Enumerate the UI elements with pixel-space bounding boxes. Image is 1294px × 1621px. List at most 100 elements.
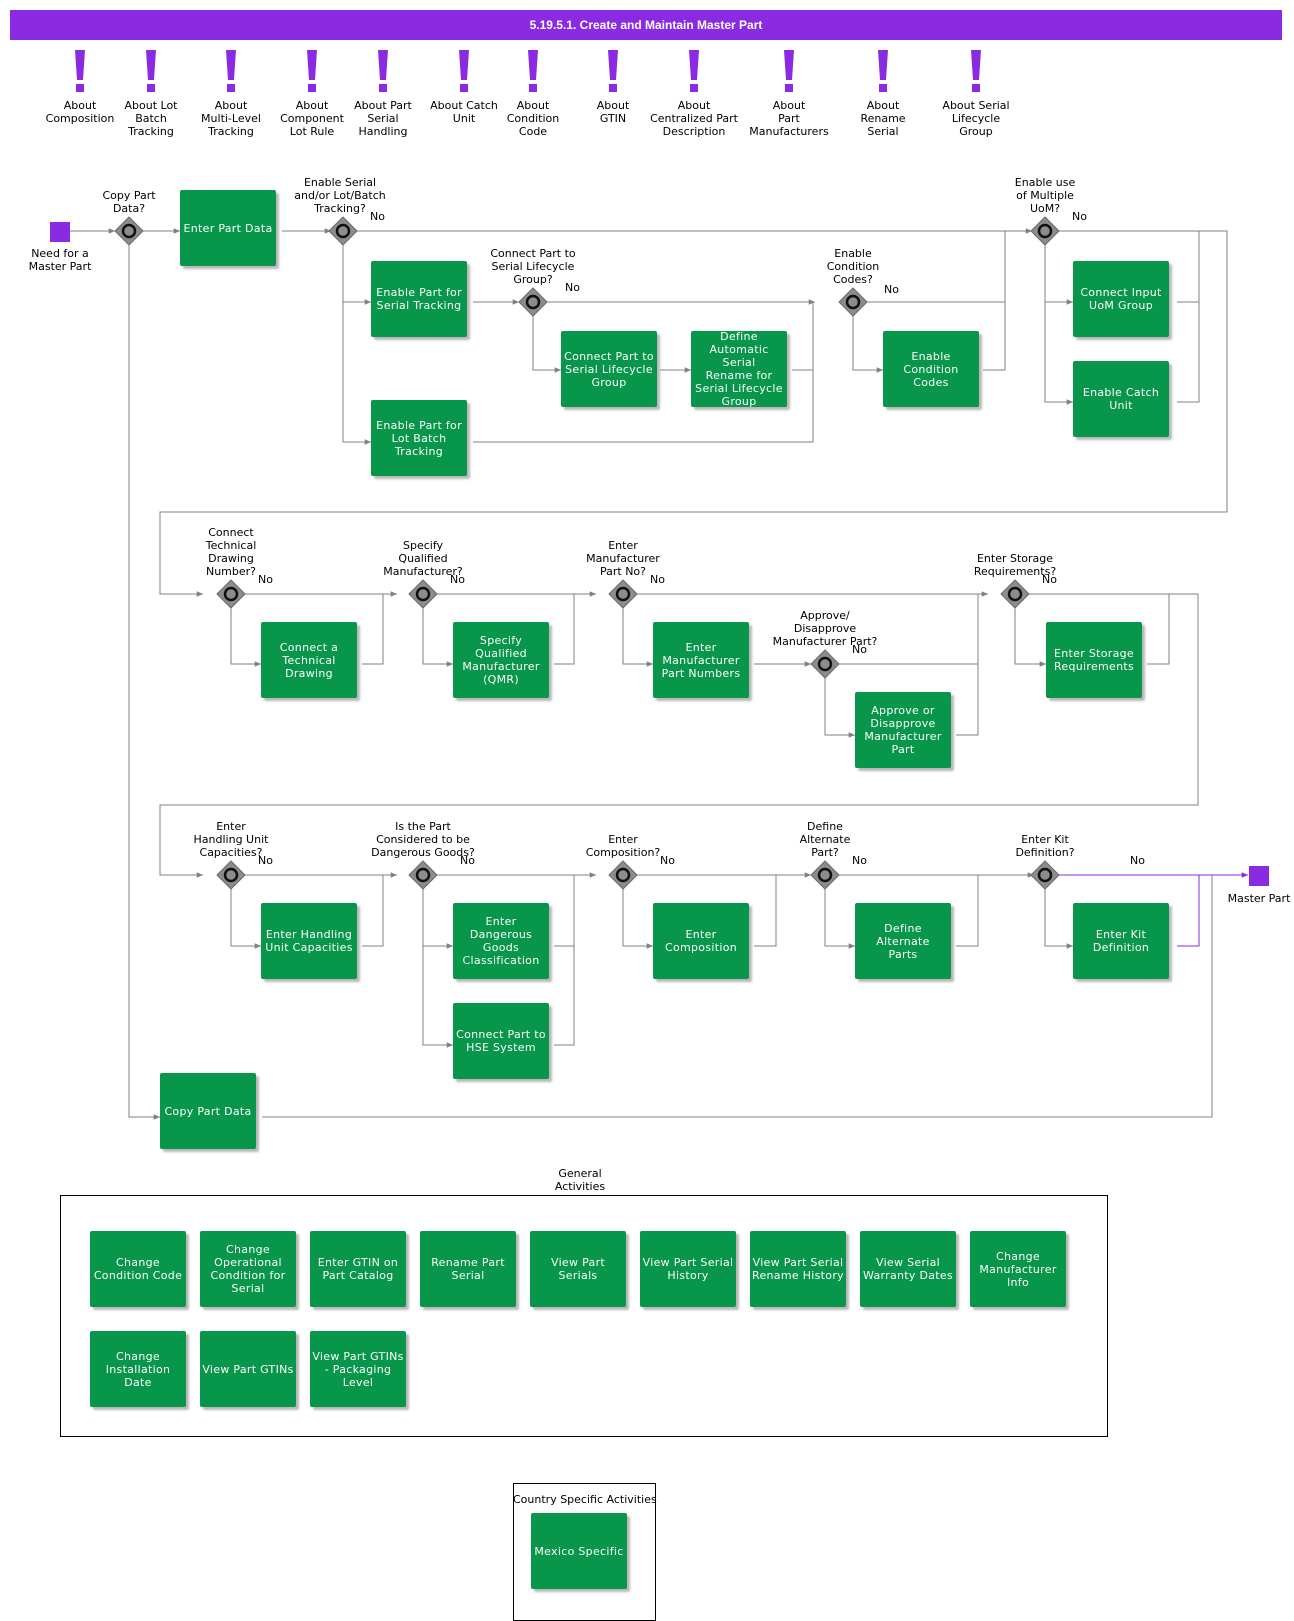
exclamation-icon <box>264 50 360 95</box>
sequence-flows <box>70 228 1228 1120</box>
exclamation-icon <box>485 50 581 95</box>
no-label: No <box>884 283 899 296</box>
gateway-connect-serial-lifecycle <box>518 287 548 317</box>
no-label: No <box>852 643 867 656</box>
no-label: No <box>258 854 273 867</box>
country-activity[interactable]: Mexico Specific <box>531 1513 627 1589</box>
no-label: No <box>370 210 385 223</box>
exclamation-icon <box>32 50 128 95</box>
gateway-approve-disapprove <box>810 649 840 679</box>
event-layer <box>50 222 1269 886</box>
gateway-connect-technical-drawing <box>216 579 246 609</box>
gateway-dangerous-goods <box>408 860 438 890</box>
gateway-enter-storage <box>1000 579 1030 609</box>
general-activity[interactable]: View Part GTINs <box>200 1331 296 1407</box>
exclamation-icon <box>835 50 931 95</box>
no-label: No <box>258 573 273 586</box>
no-label: No <box>1072 210 1087 223</box>
no-label: No <box>852 854 867 867</box>
no-label: No <box>1042 573 1057 586</box>
no-label: No <box>460 854 475 867</box>
exclamation-icon <box>741 50 837 95</box>
end-event <box>1249 866 1269 886</box>
no-label: No <box>660 854 675 867</box>
activity-enter-part-data[interactable]: Enter Part Data <box>180 190 276 266</box>
gateway-enter-handling-unit <box>216 860 246 890</box>
end-event-label: Master Part <box>1227 892 1291 905</box>
gateway-define-alternate <box>810 860 840 890</box>
end-flows <box>1058 872 1248 947</box>
exclamation-icon <box>565 50 661 95</box>
exclamation-icon <box>335 50 431 95</box>
exclamation-icon <box>646 50 742 95</box>
start-event <box>50 222 70 242</box>
gateway-enter-kit <box>1030 860 1060 890</box>
gateway-enable-condition-codes <box>838 287 868 317</box>
general-activities-box <box>60 1195 1108 1437</box>
exclamation-icon <box>183 50 279 95</box>
activity-copy-part-data[interactable]: Copy Part Data <box>160 1073 256 1149</box>
